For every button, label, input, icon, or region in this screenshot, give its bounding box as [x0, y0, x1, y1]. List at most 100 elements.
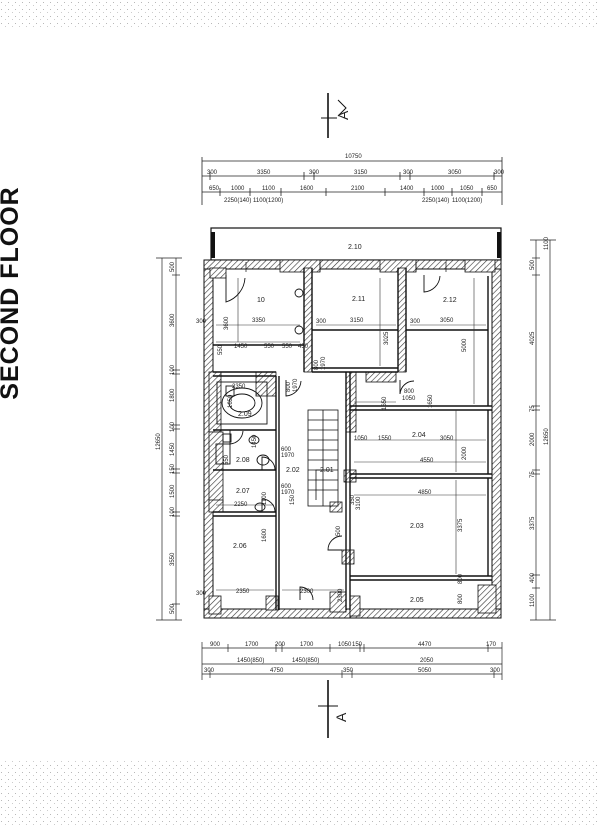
bathroom-fixtures	[215, 288, 304, 512]
dim-right-part: 1100	[544, 236, 550, 250]
dim-right-part: 75	[530, 471, 536, 478]
dim-interior: 1100	[262, 491, 268, 505]
dim-right-part: 75	[530, 405, 536, 412]
dim-bottom-row1: 1050	[338, 642, 352, 648]
room-label-2-10: 2.10	[348, 244, 362, 251]
dim-interior: 550	[264, 344, 275, 350]
dim-right-part: 2000	[530, 432, 536, 446]
dim-top-row3: 1400	[400, 186, 414, 192]
dim-interior: 1650	[382, 396, 388, 410]
dim-interior: 3100	[356, 496, 362, 510]
dim-interior: 600	[281, 447, 292, 453]
room-label-10: 10	[257, 297, 265, 304]
dim-interior: 450	[298, 344, 309, 350]
dim-interior: 4550	[420, 458, 434, 464]
room-label-2-06: 2.06	[233, 543, 247, 550]
dim-right-part: 500	[530, 259, 536, 270]
dim-left-part: 150	[170, 463, 176, 474]
dim-top-row2: 300	[309, 170, 320, 176]
dim-left-part: 1500	[170, 484, 176, 498]
dim-interior: 350	[350, 494, 356, 505]
dim-bottom-row2: 2050	[420, 658, 434, 664]
dim-interior: 300	[410, 319, 421, 325]
dim-top-note: 1100(1200)	[452, 198, 482, 204]
room-label-2-07: 2.07	[236, 488, 250, 495]
dim-interior: 1650	[228, 394, 234, 408]
scan-noise-bottom	[0, 760, 600, 825]
dim-interior: 300	[316, 319, 327, 325]
dim-interior: 1050	[354, 436, 368, 442]
dim-top-row3: 2100	[351, 186, 365, 192]
staircase	[307, 409, 339, 507]
dim-top-row3: 1000	[231, 186, 245, 192]
room-label-2-02: 2.02	[286, 467, 300, 474]
dim-interior: 550	[282, 344, 293, 350]
dim-left-part: 1800	[170, 388, 176, 402]
outer-walls	[203, 259, 502, 619]
section-label-bottom: A	[333, 712, 349, 722]
dim-interior: 2300	[300, 589, 314, 595]
dim-interior: 3350	[252, 318, 266, 324]
dim-left-part: 500	[170, 261, 176, 272]
dim-left-overall: 12650	[156, 433, 162, 450]
section-marker-bottom: A	[318, 680, 349, 738]
dim-interior: 300	[196, 591, 207, 597]
dim-bottom-row3: 300	[490, 668, 501, 674]
dim-interior: 4850	[418, 490, 432, 496]
room-label-2-12: 2.12	[443, 297, 457, 304]
room-label-2-01: 2.01	[320, 467, 334, 474]
section-label-top: A	[335, 110, 351, 120]
dim-bottom-row1: 200	[275, 642, 286, 648]
dim-top-row2: 3350	[257, 170, 271, 176]
room-label-2-09: 2.09	[238, 411, 252, 418]
dim-top-note: 2250(140)	[422, 198, 449, 204]
dim-interior: 3050	[440, 318, 454, 324]
dim-bottom-row1: 150	[352, 642, 363, 648]
room-label-2-03: 2.03	[410, 523, 424, 530]
dim-left-part: 100	[170, 364, 176, 375]
dim-bottom-row1: 1700	[300, 642, 314, 648]
dim-interior: 1050	[402, 396, 416, 402]
dim-bottom-row3: 300	[204, 668, 215, 674]
dim-top-note: 2250(140)	[224, 198, 251, 204]
dim-top-row3: 1000	[431, 186, 445, 192]
room-label-2-11: 2.11	[352, 296, 365, 303]
room-label-2-08: 2.08	[236, 457, 250, 464]
dim-top-row2: 3050	[448, 170, 462, 176]
left-dimension-chains	[156, 257, 182, 621]
dim-interior: 1970	[293, 378, 299, 392]
dim-interior: 2000	[462, 446, 468, 460]
interior-walls	[213, 268, 492, 610]
dim-left-part: 1450	[170, 442, 176, 456]
dim-top-row3: 650	[487, 186, 498, 192]
dim-interior: 800	[458, 573, 464, 584]
dim-interior: 1970	[281, 453, 295, 459]
dim-interior: 800	[458, 593, 464, 604]
wall-ticks	[245, 262, 447, 272]
dim-right-part: 1100	[530, 593, 536, 607]
dim-interior: 3600	[224, 316, 230, 330]
room-label-2-05: 2.05	[410, 597, 424, 604]
dim-interior: 800	[314, 359, 320, 370]
dim-interior: 1550	[378, 436, 392, 442]
dim-interior: 3375	[458, 518, 464, 532]
dim-top-overall: 10750	[345, 154, 362, 160]
dim-interior: 3050	[440, 436, 454, 442]
dim-interior: 550	[218, 344, 224, 355]
dim-interior: 300	[196, 319, 207, 325]
dim-bottom-row2: 1450(850)	[292, 658, 319, 664]
dim-interior: 500	[336, 525, 342, 536]
dim-top-row3: 650	[209, 186, 220, 192]
dim-interior: 800	[404, 389, 415, 395]
dim-bottom-row1: 170	[486, 642, 497, 648]
dim-top-row3: 1600	[300, 186, 314, 192]
dim-bottom-row1: 1700	[245, 642, 259, 648]
dim-interior: 3025	[384, 331, 390, 345]
dim-top-row2: 300	[207, 170, 218, 176]
dim-top-note: 1100(1200)	[253, 198, 283, 204]
dim-top-row2: 300	[403, 170, 414, 176]
interior-dimension-lines	[216, 278, 486, 591]
dim-top-row2: 300	[494, 170, 505, 176]
dim-bottom-row2: 1450(850)	[237, 658, 264, 664]
